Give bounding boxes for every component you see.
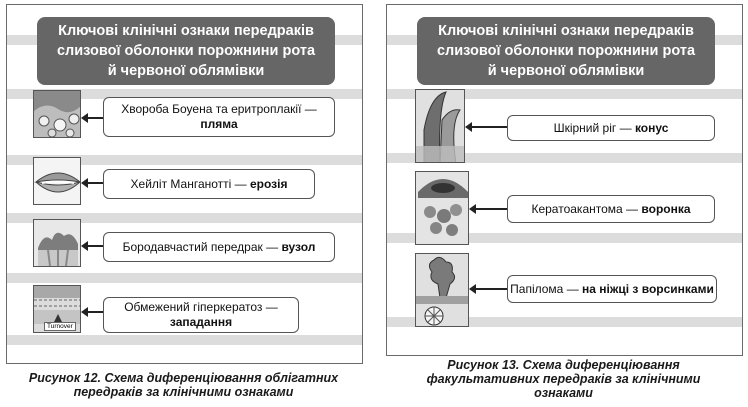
background-band <box>387 317 742 327</box>
background-band <box>387 233 742 243</box>
diagnosis-label: Папілома — на ніжці з ворсинками <box>507 275 717 303</box>
pointer-arrow <box>469 284 507 294</box>
background-band <box>387 89 742 99</box>
turnover-caption: Turnover <box>44 322 76 331</box>
right-figure-panel: Ключові клінічні ознаки передраків слизо… <box>386 4 743 356</box>
diagnosis-label: Кератоакантома — воронка <box>507 195 715 223</box>
pointer-arrow <box>469 204 507 214</box>
left-figure-panel: Ключові клінічні ознаки передраків слизо… <box>6 4 363 364</box>
verrucous-precancer-image <box>33 219 81 267</box>
background-band <box>7 155 362 165</box>
background-band <box>387 153 742 163</box>
pointer-arrow <box>81 307 103 317</box>
figure-caption: Рисунок 12. Схема диференціювання обліга… <box>28 371 339 399</box>
diagnosis-label: Шкірний ріг — конус <box>507 115 715 141</box>
diagnosis-label: Обмежений гіперкератоз — западання <box>103 297 299 333</box>
keratoacanthoma-image <box>415 171 469 245</box>
pointer-arrow <box>81 178 103 188</box>
diagnosis-label: Хейліт Манганотті — ерозія <box>103 169 315 199</box>
background-band <box>7 335 362 345</box>
figure-caption: Рисунок 13. Схема диференціювання факуль… <box>426 358 701 400</box>
background-band <box>7 89 362 99</box>
hyperkeratosis-image: Turnover <box>33 285 81 333</box>
pointer-arrow <box>81 241 103 251</box>
diagnosis-label: Хвороба Боуена та еритроплакії — пляма <box>103 97 335 137</box>
pointer-arrow <box>81 113 103 123</box>
pointer-arrow <box>465 122 507 132</box>
figure-title: Ключові клінічні ознаки передраків слизо… <box>37 17 335 85</box>
cutaneous-horn-image <box>415 89 465 163</box>
bowen-disease-image <box>33 90 81 138</box>
background-band <box>7 213 362 223</box>
lips-cheilitis-image <box>33 157 81 205</box>
papilloma-image <box>415 253 469 327</box>
figure-title: Ключові клінічні ознаки передраків слизо… <box>417 17 715 85</box>
diagnosis-label: Бородавчастий передрак — вузол <box>103 232 335 262</box>
background-band <box>7 273 362 283</box>
